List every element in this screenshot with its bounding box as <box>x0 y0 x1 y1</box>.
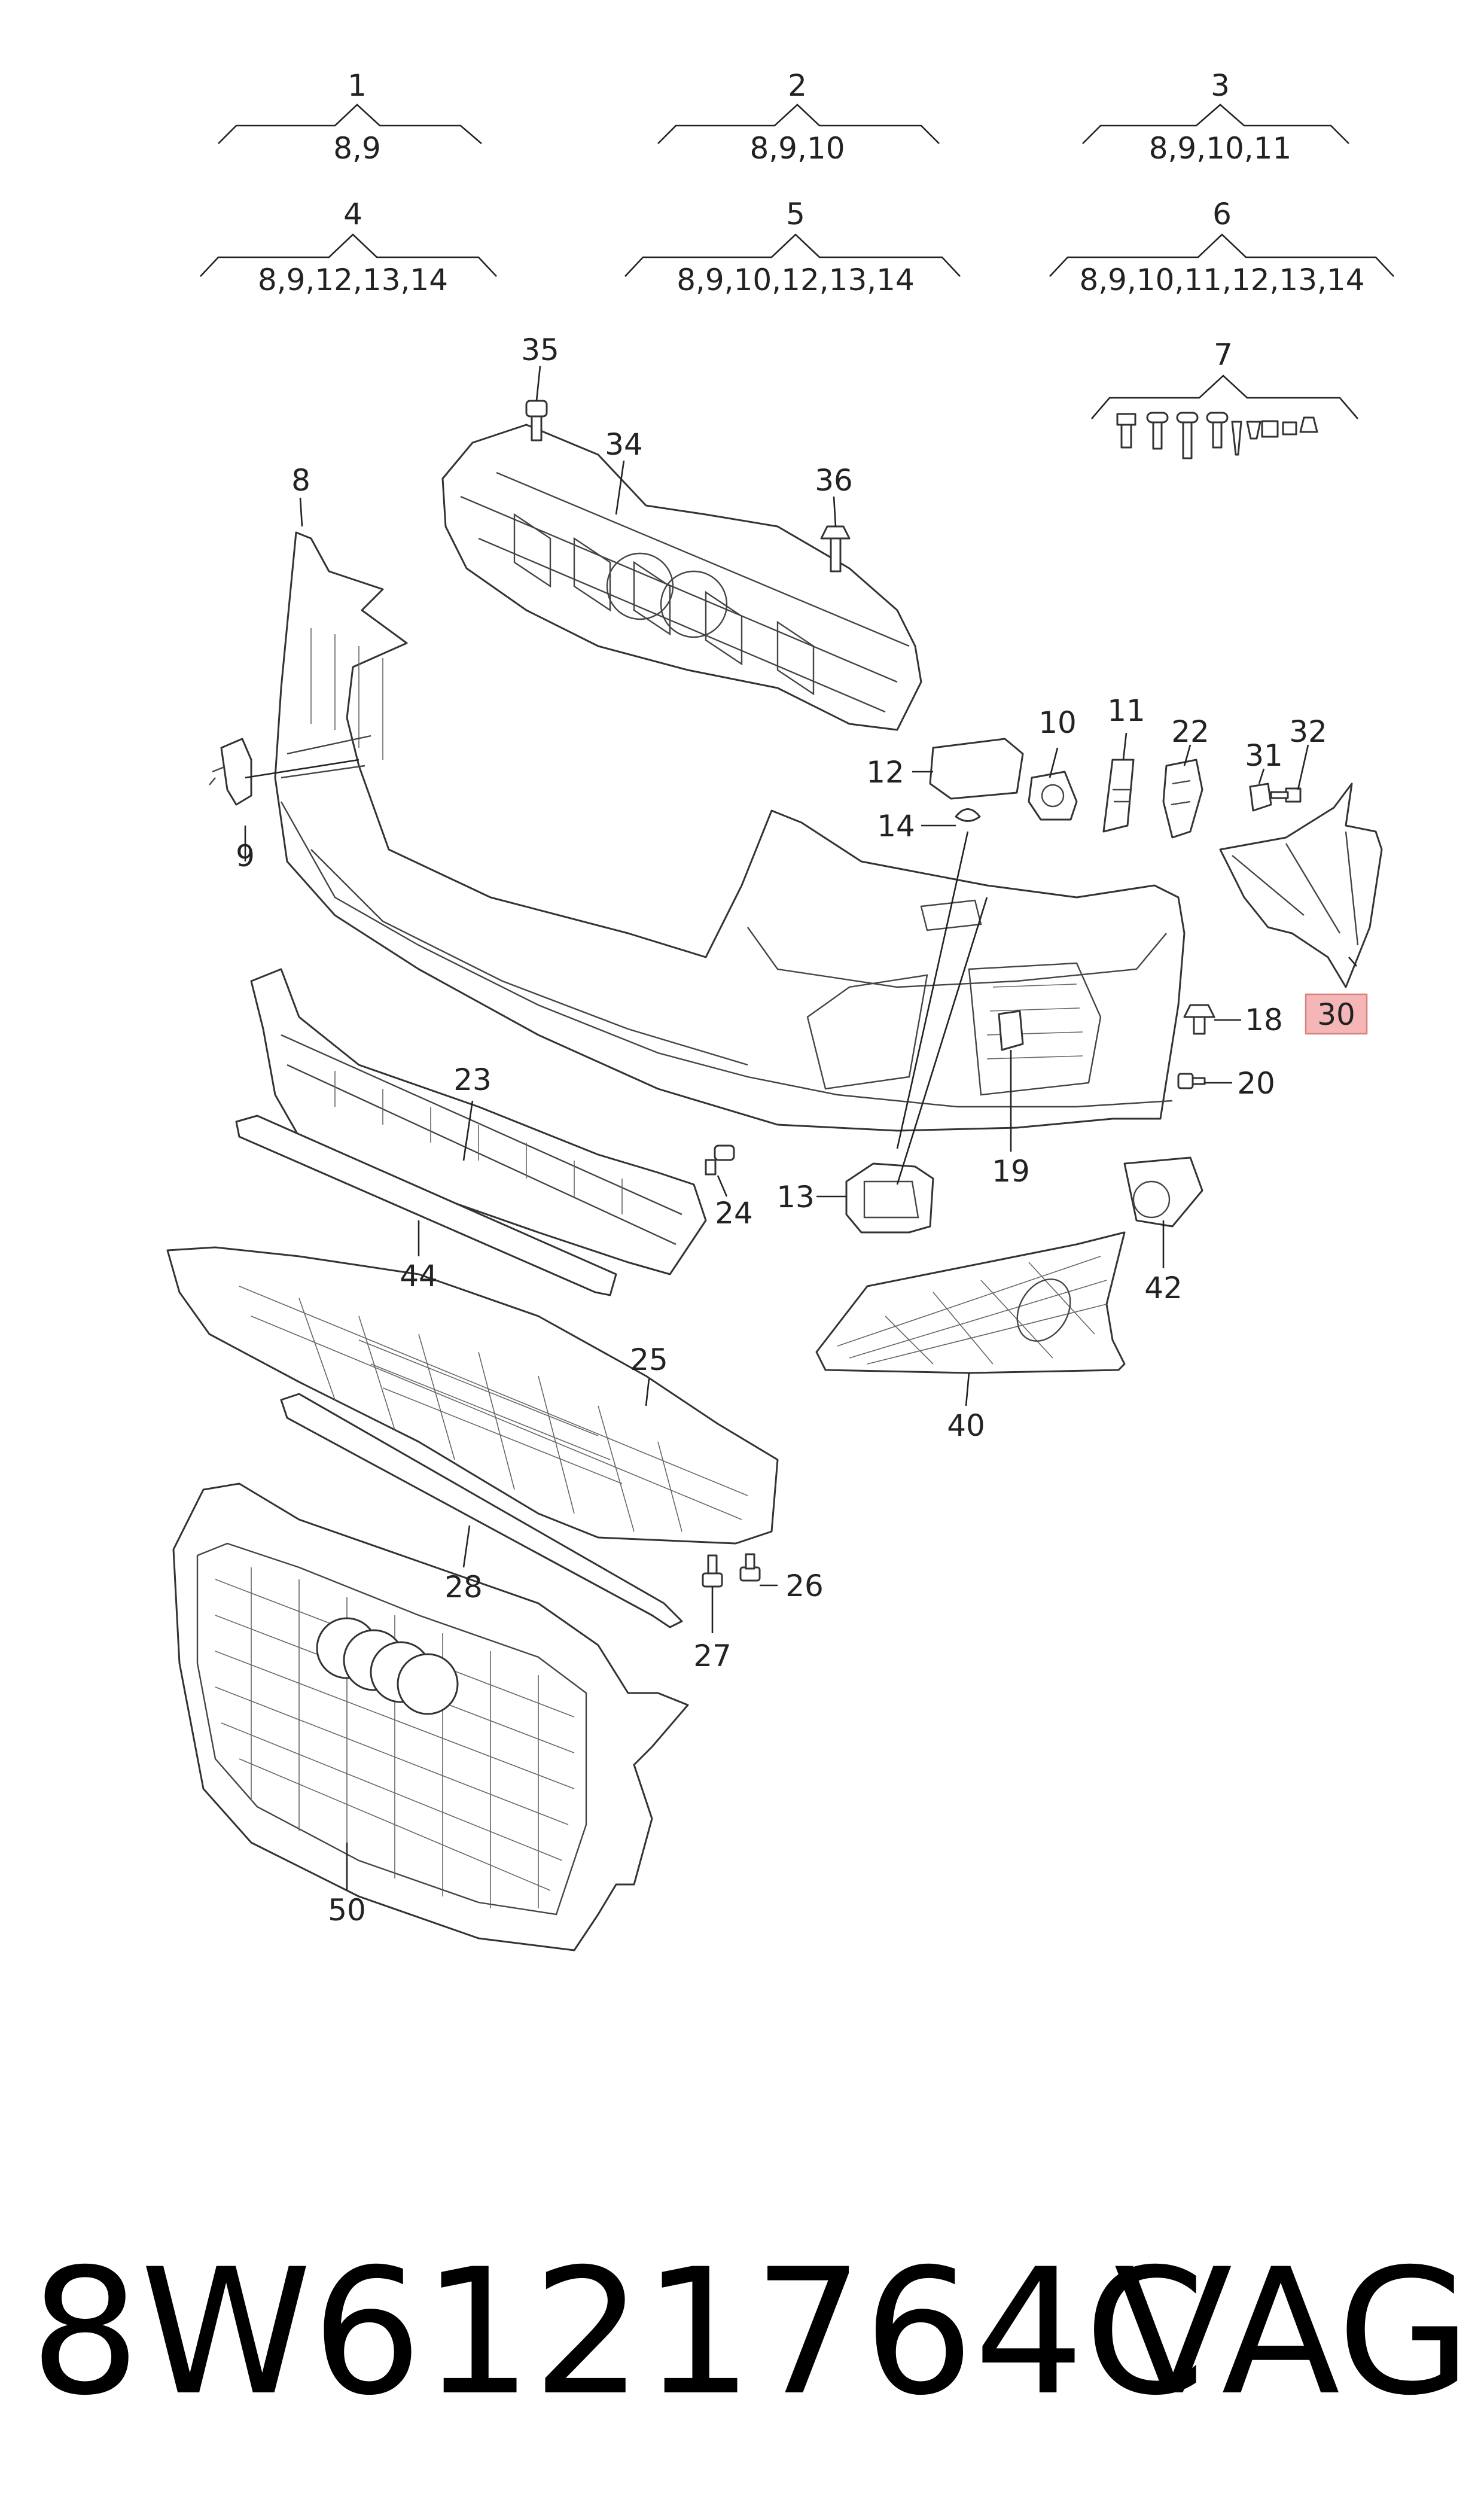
callout-28: 28 <box>444 1570 483 1604</box>
callout-22: 22 <box>1171 714 1209 749</box>
callout-8: 8 <box>291 463 310 498</box>
callout-42: 42 <box>1144 1271 1183 1305</box>
callout-12: 12 <box>866 755 904 790</box>
kit-parts-list: 8,9,10,12,13,14 <box>677 263 915 297</box>
kit-bracket <box>200 233 497 277</box>
radiator-grille-part-50 <box>172 1482 689 1951</box>
callout-10: 10 <box>1038 705 1077 740</box>
screw-part-26 <box>739 1553 761 1582</box>
highlight-box <box>1305 993 1368 1035</box>
screw-part-36 <box>820 525 851 573</box>
callout-30: 30 <box>1317 997 1355 1032</box>
kit-bracket <box>657 103 940 144</box>
kit-bracket <box>1091 374 1358 419</box>
kit-parts-list: 8,9,12,13,14 <box>258 263 448 297</box>
brand-text: VAG <box>1114 2232 1471 2434</box>
kit-bracket <box>1082 103 1349 144</box>
carrier-part-23 <box>250 968 707 1275</box>
kit-bracket <box>218 103 482 144</box>
kit-2: 2 8,9,10 <box>657 68 940 166</box>
grille-insert-part-40 <box>815 1231 1126 1374</box>
leader-lines <box>244 366 1357 1890</box>
part-number-text: 8W6121764C <box>30 2232 1206 2434</box>
kit-3: 3 8,9,10,11 <box>1082 68 1349 166</box>
screw-part-27 <box>702 1554 723 1588</box>
callout-32: 32 <box>1289 714 1327 749</box>
trim-strip-part-28 <box>280 1393 683 1628</box>
kit-7: 7 <box>1091 337 1358 459</box>
cap-part-12 <box>929 738 1024 800</box>
kit-number: 7 <box>1214 337 1233 372</box>
bracket-part-11 <box>1102 759 1135 833</box>
callout-18: 18 <box>1245 1003 1283 1037</box>
rings-emblem <box>316 1617 459 1715</box>
callout-27: 27 <box>693 1639 732 1673</box>
kit-parts-list: 8,9,10,11 <box>1149 131 1292 166</box>
fastener-set-icons <box>1116 412 1318 459</box>
bracket-part-9 <box>209 738 252 806</box>
callout-25: 25 <box>630 1342 668 1377</box>
clip-part-14 <box>955 808 981 822</box>
holder-part-10 <box>1028 771 1078 821</box>
callout-50: 50 <box>328 1893 366 1928</box>
callout-34: 34 <box>605 427 643 462</box>
clip-part-18 <box>1183 1004 1215 1035</box>
bracket-part-19 <box>998 1010 1024 1051</box>
screw-part-35 <box>525 400 548 442</box>
kit-bracket <box>1049 233 1394 277</box>
bracket-part-22 <box>1162 759 1203 839</box>
kit-legend: 1 8,9 2 8,9,10 3 8,9,10,11 4 8,9,12,13,1… <box>200 68 1394 459</box>
callout-9: 9 <box>236 839 255 873</box>
kit-number: 4 <box>343 197 362 232</box>
screw-part-24 <box>705 1144 735 1176</box>
callout-35: 35 <box>521 333 559 367</box>
callout-20: 20 <box>1237 1066 1275 1101</box>
callout-30-highlighted: 30 <box>1305 993 1368 1035</box>
callout-23: 23 <box>453 1062 492 1097</box>
kit-4: 4 8,9,12,13,14 <box>200 197 497 297</box>
kit-number: 2 <box>788 68 807 103</box>
screw-part-32 <box>1270 787 1302 803</box>
kit-bracket <box>624 233 961 277</box>
callout-40: 40 <box>947 1408 985 1443</box>
kit-number: 6 <box>1212 197 1232 232</box>
callout-13: 13 <box>776 1180 815 1214</box>
kit-number: 5 <box>786 197 805 232</box>
kit-number: 3 <box>1211 68 1230 103</box>
kit-6: 6 8,9,10,11,12,13,14 <box>1049 197 1394 297</box>
cap-part-13 <box>845 1162 934 1234</box>
trim-strip-part-44 <box>235 1115 617 1296</box>
kit-number: 1 <box>348 68 367 103</box>
kit-5: 5 8,9,10,12,13,14 <box>624 197 961 297</box>
callout-26: 26 <box>785 1569 824 1603</box>
bracket-part-42 <box>1123 1156 1203 1228</box>
guide-bracket-part-30 <box>1219 783 1383 988</box>
callout-labels: 8 9 10 11 12 13 14 18 19 20 22 23 24 25 … <box>236 333 1368 1928</box>
callout-11: 11 <box>1107 693 1145 728</box>
kit-parts-list: 8,9 <box>333 131 381 166</box>
kit-parts-list: 8,9,10,11,12,13,14 <box>1079 263 1364 297</box>
carrier-part-34 <box>441 424 922 731</box>
callout-44: 44 <box>400 1259 438 1293</box>
bracket-part-31 <box>1249 783 1272 812</box>
clip-part-20 <box>1177 1073 1206 1089</box>
callout-31: 31 <box>1245 738 1283 773</box>
kit-1: 1 8,9 <box>218 68 482 166</box>
callout-19: 19 <box>992 1154 1030 1189</box>
bumper-cover-part-8 <box>274 531 1186 1132</box>
underbody-guard-part-25 <box>166 1246 779 1545</box>
callout-14: 14 <box>877 809 915 844</box>
footer-caption: 8W6121764C VAG <box>24 2213 1471 2453</box>
callout-36: 36 <box>815 463 853 498</box>
kit-parts-list: 8,9,10 <box>749 131 845 166</box>
exploded-view-drawing: 1 8,9 2 8,9,10 3 8,9,10,11 4 8,9,12,13,1… <box>166 68 1394 1951</box>
callout-24: 24 <box>715 1196 753 1231</box>
